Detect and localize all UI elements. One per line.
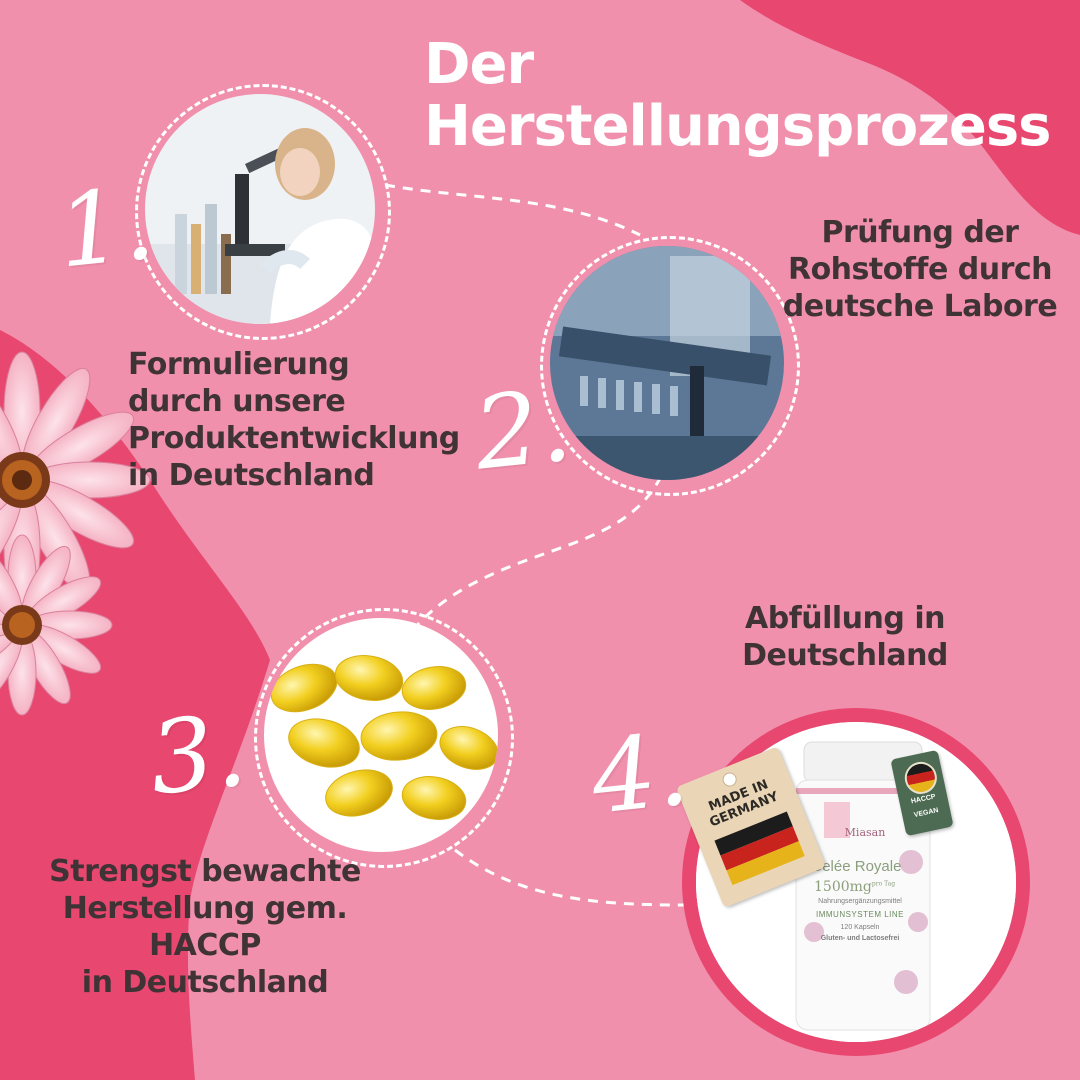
step-1-caption-line: Produktentwicklung [128, 421, 460, 456]
step-2-number: 2. [469, 366, 577, 493]
step-1-caption: Formulierung durch unsere Produktentwick… [128, 346, 460, 494]
tag-hole [720, 770, 739, 789]
step-3-ring [254, 608, 514, 868]
vegan-label: VEGAN [913, 807, 940, 820]
product-line: IMMUNSYSTEM LINE [815, 910, 904, 919]
title-line-1: Der [424, 32, 534, 97]
product-free-from: Gluten- und Lactosefrei [820, 935, 900, 942]
step-1-caption-line: in Deutschland [128, 458, 375, 493]
step-2-caption-line: deutsche Labore [782, 289, 1058, 324]
product-dose-suffix: pro Tag [871, 880, 896, 888]
step-1-number: 1. [52, 164, 160, 291]
step-4-number: 4. [586, 710, 694, 837]
step-1-ring [135, 84, 391, 340]
step-2-ring [540, 236, 800, 496]
step-2-caption-line: Prüfung der [821, 215, 1019, 250]
step-2-photo-machine [550, 246, 784, 480]
flower-bottom [0, 534, 113, 716]
step-3-caption-line: in Deutschland [81, 965, 329, 1000]
step-1-caption-line: Formulierung [128, 347, 350, 382]
page-title: Der Herstellungsprozess [424, 32, 1052, 159]
step-1-caption-line: durch unsere [128, 384, 346, 419]
product-count: 120 Kapseln [840, 924, 880, 931]
step-3-caption: Strengst bewachte Herstellung gem. HACCP… [30, 853, 380, 1001]
step-1-photo-lab [145, 94, 375, 324]
product-dose-value: 1500mg [814, 879, 872, 895]
step-4-caption-line: Abfüllung in [745, 601, 945, 636]
product-category: Nahrungsergänzungsmittel [818, 898, 902, 905]
step-3-photo-capsules [264, 618, 498, 852]
title-line-2: Herstellungsprozess [424, 94, 1052, 159]
product-brand: Miasan [844, 826, 886, 839]
product-dose: 1500mgpro Tag [814, 879, 895, 895]
blob-top-right [740, 0, 1080, 235]
step-3-number: 3. [144, 691, 252, 818]
step-3-caption-line: Herstellung gem. [62, 891, 348, 926]
step-3-caption-line: Strengst bewachte [49, 854, 361, 889]
step-4-caption-line: Deutschland [742, 638, 948, 673]
product-name: Gelée Royale [810, 858, 902, 875]
step-2-caption-line: Rohstoffe durch [787, 252, 1053, 287]
step-4-caption: Abfüllung in Deutschland [700, 600, 990, 674]
step-3-caption-line: HACCP [149, 928, 261, 963]
flower-top [0, 351, 151, 609]
step-2-caption: Prüfung der Rohstoffe durch deutsche Lab… [760, 214, 1080, 325]
germany-badge-icon [901, 758, 940, 797]
